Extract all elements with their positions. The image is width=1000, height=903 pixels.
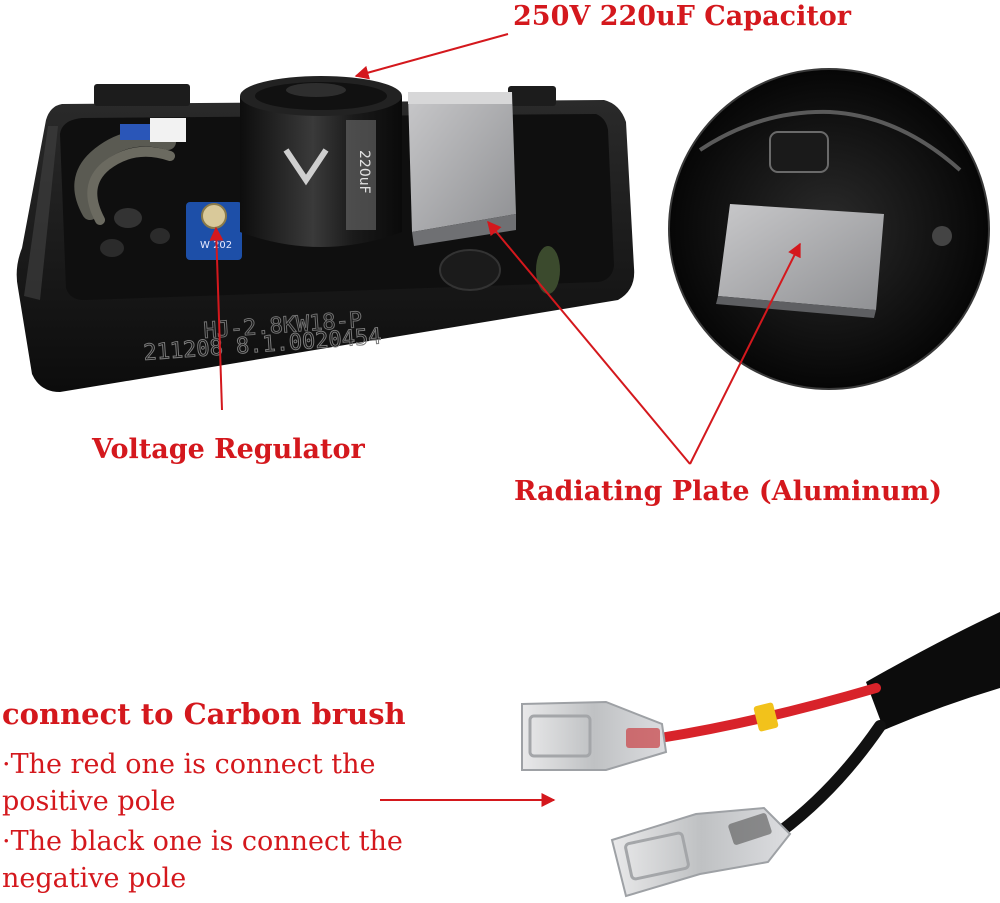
heatsink: [408, 92, 516, 246]
capacitor-label: 250V 220uF Capacitor: [513, 1, 852, 32]
wire-marker-sleeve: [753, 702, 779, 732]
component-bead-2: [100, 239, 124, 257]
coil: [74, 118, 186, 225]
trimmer-potentiometer: W 202: [186, 202, 242, 260]
housing-clip-right: [508, 86, 556, 106]
heatsink-zoom-callout: [668, 68, 990, 390]
component-bead-1: [114, 208, 142, 228]
component-bead-4: [439, 249, 501, 291]
regulator-module: W 202 220uF HJ-2.8KW18-P 211208 8.1.0020…: [16, 76, 635, 392]
component-diode: [536, 246, 560, 294]
black-terminal: [610, 806, 792, 898]
black-wire: [774, 720, 886, 838]
black-wire-note-line1: ·The black one is connect the: [2, 826, 403, 857]
radiating-plate-label: Radiating Plate (Aluminum): [514, 476, 942, 507]
red-wire-note: ·The red one is connect the positive pol…: [2, 746, 375, 820]
housing-glare: [24, 126, 58, 300]
housing-clip-left: [94, 84, 190, 106]
capacitor-marking: 220uF: [356, 150, 372, 194]
annotation-arrows: [209, 33, 801, 807]
arrow-voltage-regulator: [209, 226, 224, 411]
red-terminal: [521, 700, 668, 771]
black-wire-note-line2: negative pole: [2, 863, 187, 894]
arrow-heatsink-module: [487, 220, 691, 465]
component-bead-3: [150, 228, 170, 244]
carbon-brush-label: connect to Carbon brush: [2, 697, 406, 731]
black-wire-note: ·The black one is connect the negative p…: [2, 823, 403, 897]
wire-assembly: [521, 612, 1000, 898]
voltage-regulator-label: Voltage Regulator: [92, 434, 365, 465]
arrow-heatsink-zoom: [689, 242, 801, 465]
red-wire-note-line2: positive pole: [2, 786, 176, 817]
arrow-capacitor: [354, 33, 509, 80]
red-wire-note-line1: ·The red one is connect the: [2, 749, 376, 780]
wire-sheath: [866, 612, 1000, 730]
capacitor: 220uF: [240, 76, 402, 247]
